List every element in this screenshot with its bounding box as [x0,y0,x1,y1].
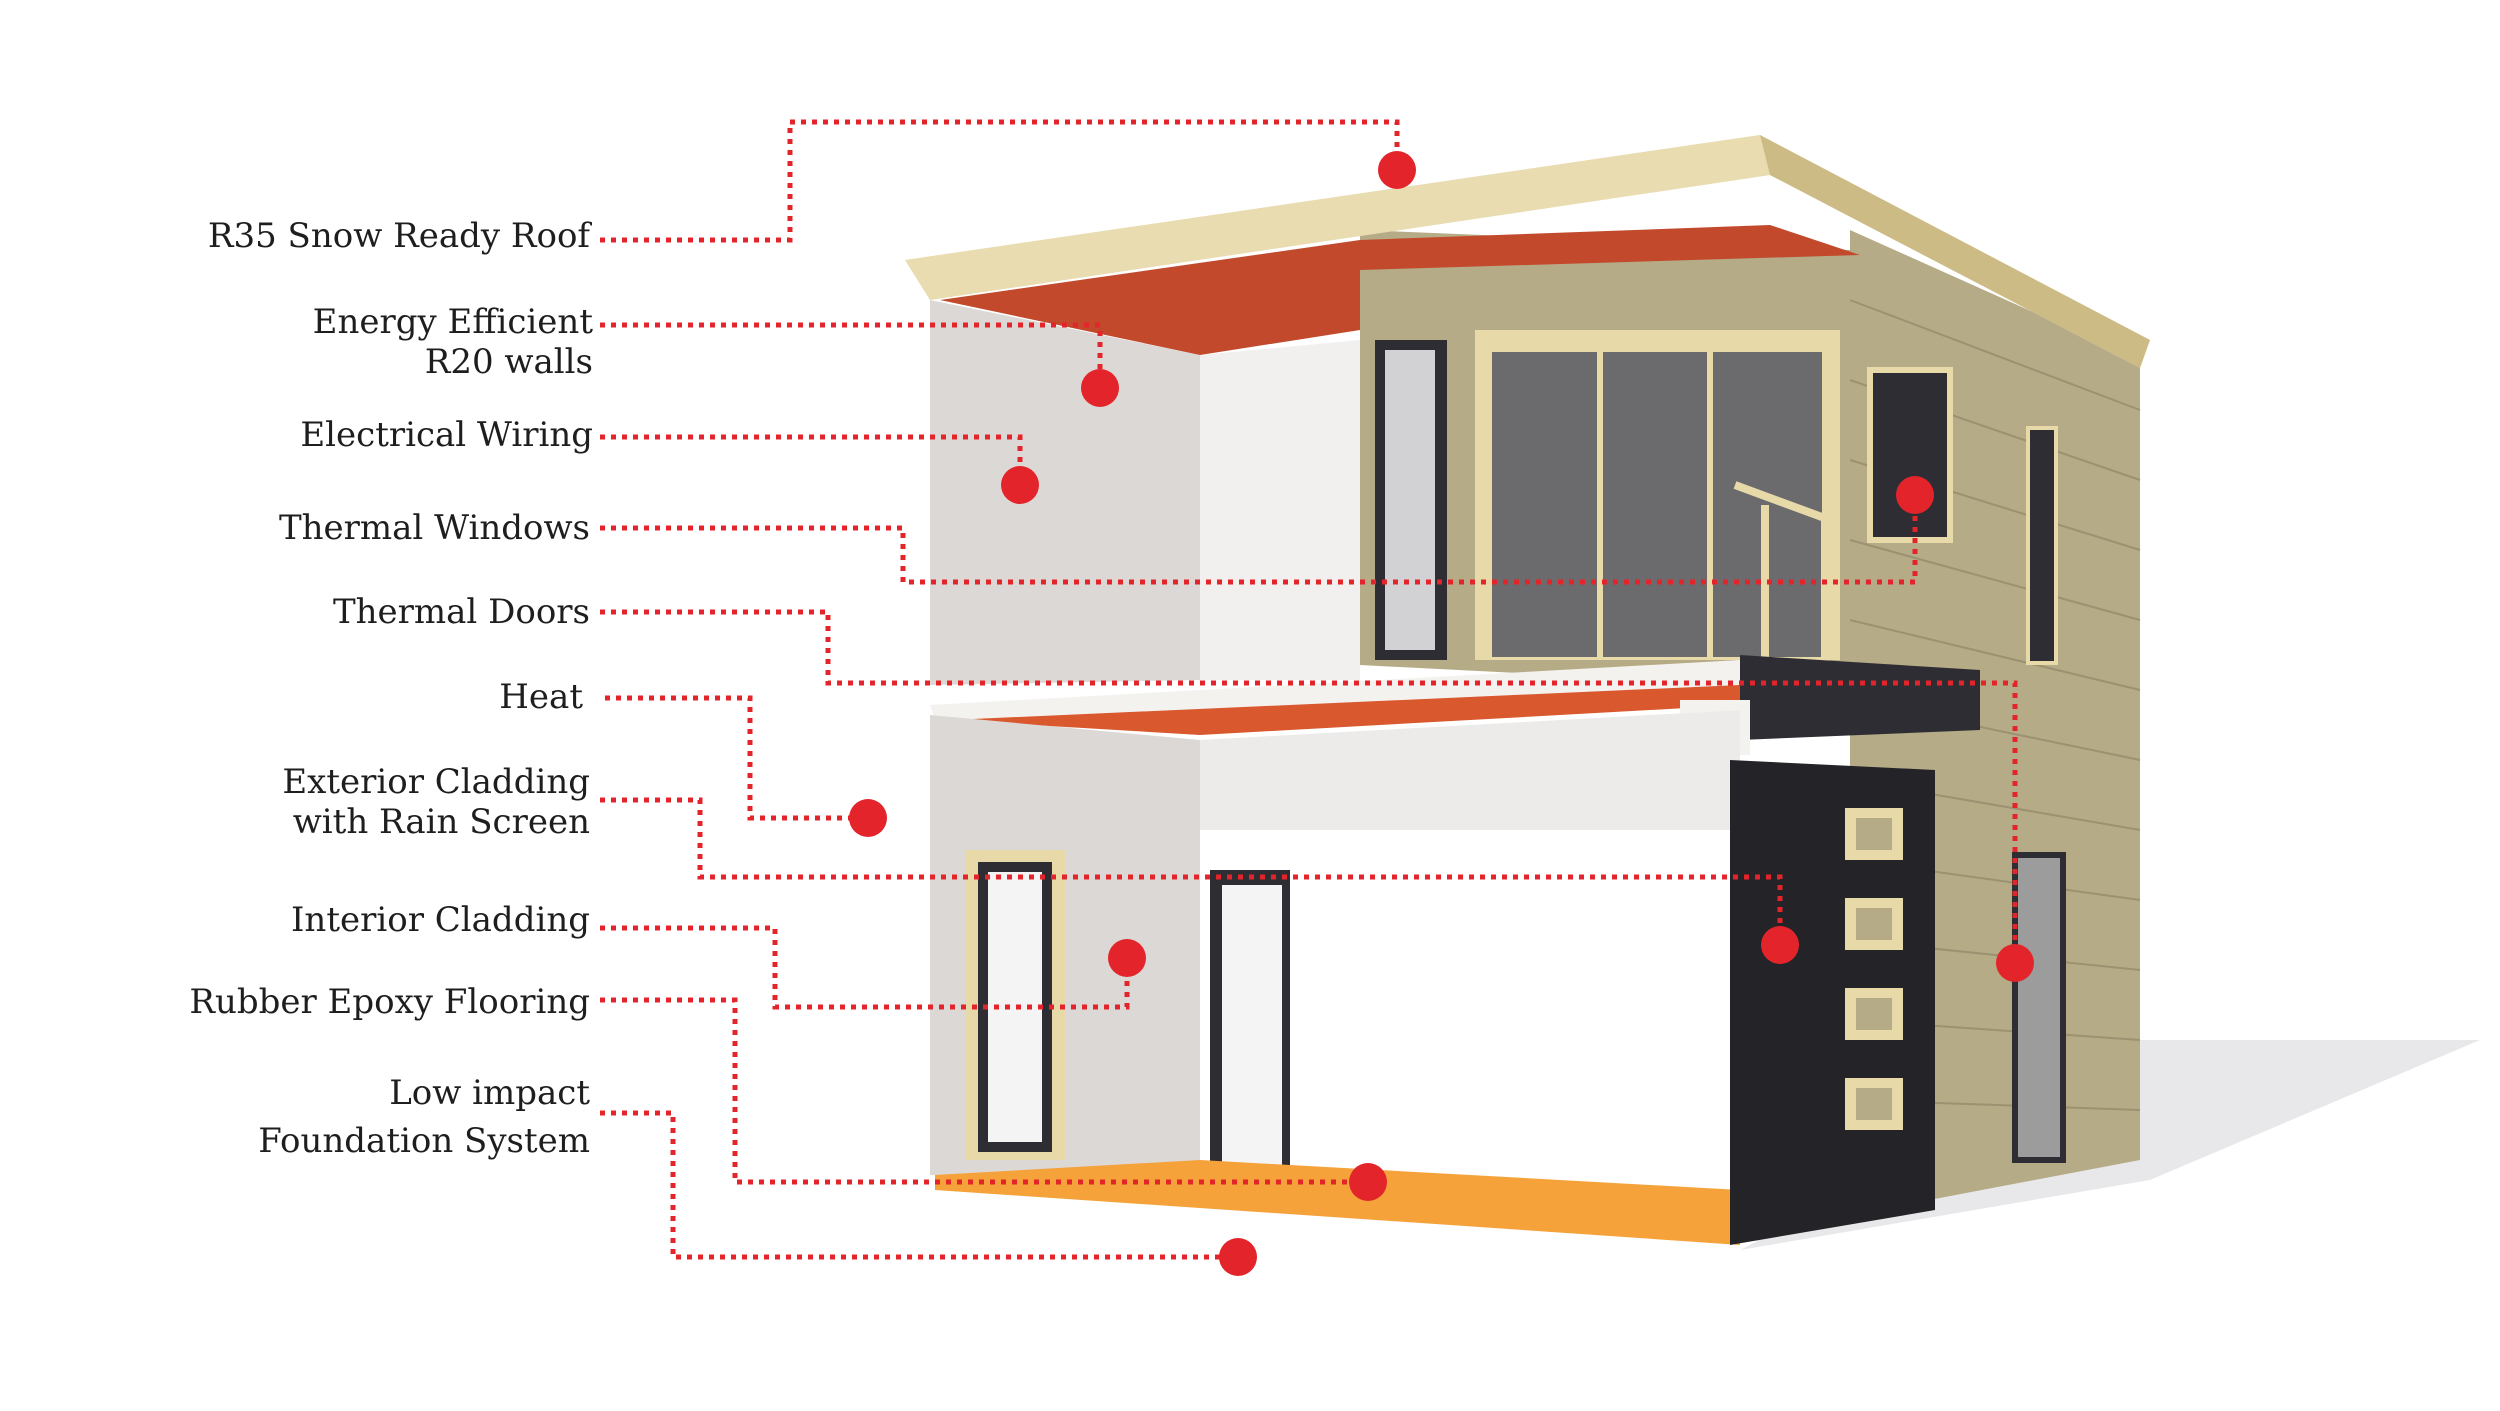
marker-flooring [1349,1163,1387,1201]
lower-front-wall [1730,760,1935,1245]
label-windows-line: Thermal Windows [279,508,590,548]
marker-heat [849,799,887,837]
side-window-narrow [2028,428,2056,663]
marker-windows [1896,476,1934,514]
label-wiring-line: Electrical Wiring [300,415,593,455]
label-flooring: Rubber Epoxy Flooring [189,982,590,1022]
label-heat-line: Heat [499,677,583,717]
label-roof-line: R35 Snow Ready Roof [208,216,590,256]
label-exterior-cladding-line: Exterior Cladding [282,762,590,802]
upper-glazing [1492,352,1822,657]
label-doors-line: Thermal Doors [333,592,590,632]
marker-walls [1081,369,1119,407]
label-flooring-line: Rubber Epoxy Flooring [189,982,590,1022]
label-doors: Thermal Doors [333,592,590,632]
label-interior-cladding-line: Interior Cladding [291,900,590,940]
label-roof: R35 Snow Ready Roof [208,216,590,256]
label-heat: Heat [499,677,583,717]
label-foundation-line: Low impact [258,1069,590,1117]
side-door [2015,855,2063,1160]
marker-exterior-cladding [1761,926,1799,964]
label-foundation-line: Foundation System [258,1117,590,1165]
marker-interior-cladding [1108,939,1146,977]
label-exterior-cladding-line: with Rain Screen [282,802,590,842]
upper-interior-wall [1200,340,1360,680]
label-walls-line: Energy Efficient [313,302,593,342]
label-interior-cladding: Interior Cladding [291,900,590,940]
marker-doors [1996,944,2034,982]
label-windows: Thermal Windows [279,508,590,548]
marker-wiring [1001,466,1039,504]
balcony-slab [1740,655,1980,740]
marker-roof [1378,151,1416,189]
label-walls-line: R20 walls [313,342,593,382]
marker-foundation [1219,1238,1257,1276]
side-window-upper [1870,370,1950,540]
upper-left-wall [930,300,1200,685]
label-wiring: Electrical Wiring [300,415,593,455]
